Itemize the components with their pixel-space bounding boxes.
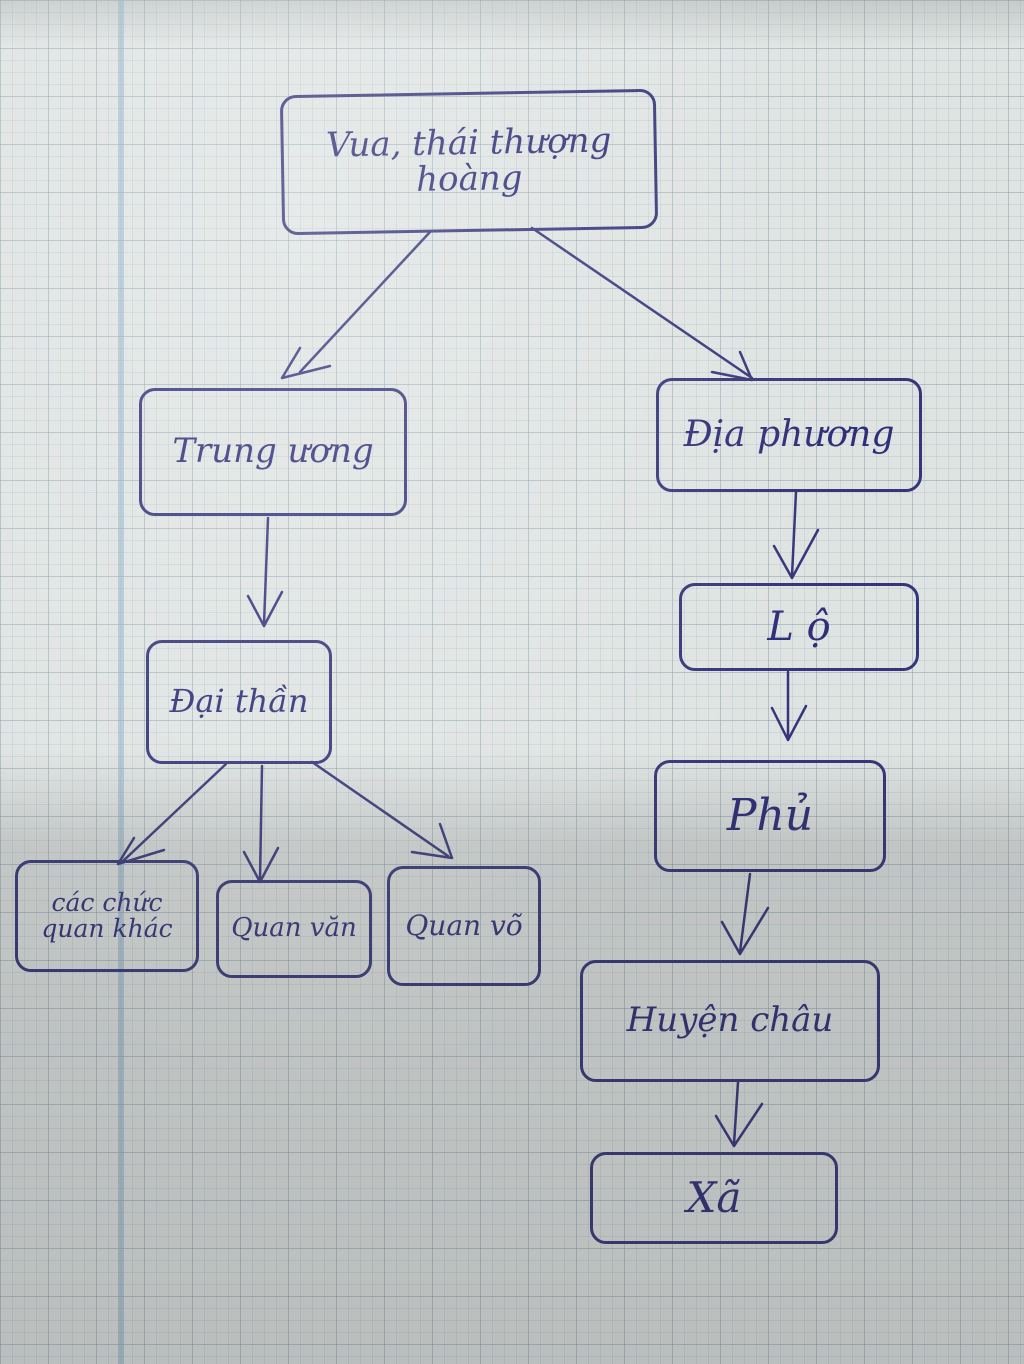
arrowhead-central-to-ministers — [246, 590, 284, 628]
arrow-ministers-to-military — [310, 760, 450, 858]
node-military-officials: Quan võ — [387, 866, 541, 986]
arrowhead-local-to-lo — [772, 528, 820, 580]
arrow-local-to-lo — [790, 490, 798, 578]
node-officials-other: các chức quan khác — [15, 860, 199, 972]
arrow-root-to-central — [298, 230, 432, 374]
arrow-ministers-to-civil — [258, 764, 264, 882]
arrowhead-lo-to-phu — [770, 704, 808, 742]
margin-line — [118, 0, 124, 1364]
arrowhead-root-to-central — [280, 346, 332, 380]
arrow-central-to-ministers — [262, 516, 270, 626]
paper-top-edge — [0, 0, 1024, 46]
node-local: Địa phương — [656, 378, 922, 492]
arrow-ministers-to-officials — [120, 762, 228, 864]
node-ministers: Đại thần — [146, 640, 332, 764]
arrowhead-ministers-to-military — [410, 822, 454, 860]
node-civil-officials: Quan văn — [216, 880, 372, 978]
node-phu: Phủ — [654, 760, 886, 872]
arrow-root-to-local — [530, 226, 754, 380]
arrow-huyen-to-xa — [732, 1080, 740, 1146]
arrow-phu-to-huyen — [738, 872, 752, 954]
node-root: Vua, thái thượng hoàng — [279, 88, 659, 236]
node-central: Trung ương — [139, 388, 407, 516]
arrowhead-huyen-to-xa — [714, 1102, 764, 1148]
arrowhead-ministers-to-civil — [242, 846, 280, 884]
node-huyen-chau: Huyện châu — [580, 960, 880, 1082]
node-xa: Xã — [590, 1152, 838, 1244]
arrowhead-phu-to-huyen — [720, 906, 770, 956]
node-lo: L ộ — [679, 583, 919, 671]
